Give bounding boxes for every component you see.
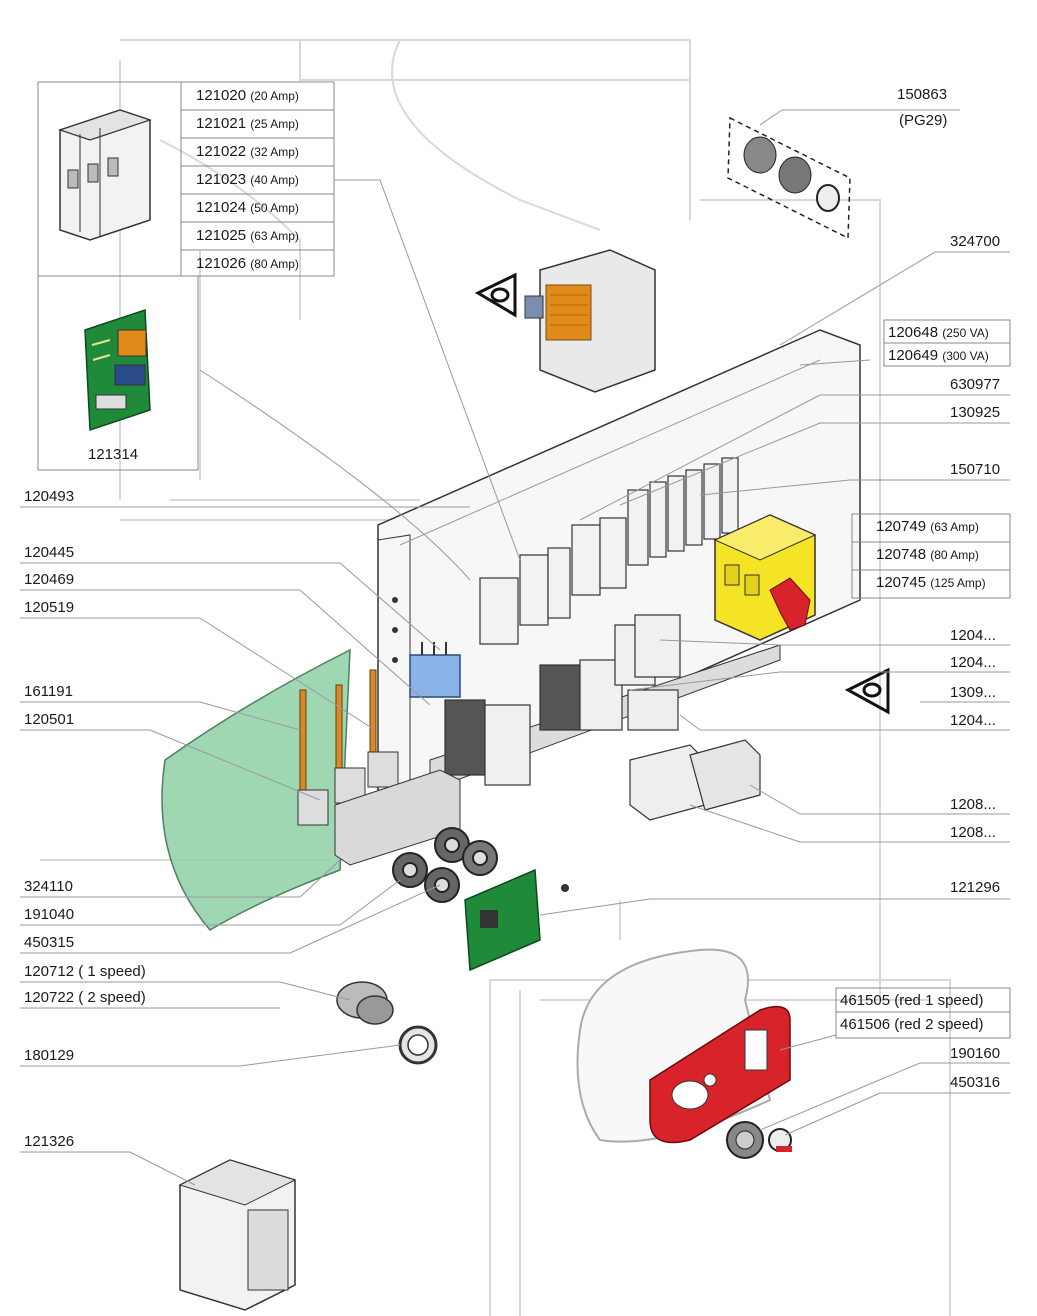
label-120712: 120712 ( 1 speed)	[24, 963, 146, 980]
motor-image	[336, 981, 438, 1065]
truncated-label-5: 1208...	[950, 796, 996, 813]
breaker-rating: (20 Amp)	[250, 89, 299, 103]
right-table-frames	[835, 319, 1011, 1039]
breaker-rating: (40 Amp)	[250, 173, 299, 187]
switch-code: 120748	[876, 546, 927, 563]
box-module-image	[178, 1159, 297, 1311]
board-inset-label: 121314	[88, 446, 139, 463]
transformer-variant-1: 120649 (300 VA)	[888, 347, 989, 365]
breaker-code: 121025	[196, 227, 247, 244]
breakers-on-plate-image	[479, 457, 739, 645]
view-eye-icon-top	[474, 272, 517, 318]
panel-label-1: 461505 (red 1 speed)	[840, 992, 984, 1009]
breaker-code: 121020	[196, 87, 247, 104]
label-630977: 630977	[950, 376, 1001, 393]
variant-code: 120649	[888, 347, 939, 364]
contactors-image	[444, 614, 681, 786]
switch-row-1: 120748 (80 Amp)	[876, 546, 979, 564]
main-switch-image	[713, 514, 817, 641]
panel-label-2: 461506 (red 2 speed)	[840, 1016, 984, 1033]
breaker-rating: (50 Amp)	[250, 201, 299, 215]
label-191040: 191040	[24, 906, 75, 923]
knobs-image	[392, 827, 498, 903]
label-450316: 450316	[950, 1074, 1001, 1091]
control-board-inset-image	[84, 308, 151, 432]
label-121326: 121326	[24, 1133, 75, 1150]
truncated-label-1: 1204...	[950, 627, 996, 644]
label-130925: 130925	[950, 404, 1001, 421]
switch-rating: (80 Amp)	[930, 548, 979, 562]
view-eye-icon-right	[844, 667, 890, 715]
control-panel-image	[576, 948, 792, 1159]
transformer-label: 324700	[950, 233, 1001, 250]
label-120493: 120493	[24, 488, 75, 505]
breaker-rating: (63 Amp)	[250, 229, 299, 243]
breaker-row-5: 121025 (63 Amp)	[196, 227, 299, 245]
switch-row-0: 120749 (63 Amp)	[876, 518, 979, 536]
switch-code: 120749	[876, 518, 927, 535]
breaker-row-2: 121022 (32 Amp)	[196, 143, 299, 161]
variant-rating: (250 VA)	[942, 326, 989, 340]
label-161191: 161191	[24, 683, 73, 700]
breaker-rating: (32 Amp)	[250, 145, 299, 159]
variant-rating: (300 VA)	[942, 349, 989, 363]
label-450315: 450315	[24, 934, 75, 951]
thermostats-image	[297, 669, 461, 866]
relay-image	[409, 642, 461, 698]
lower-pcb-image	[464, 868, 569, 972]
breaker-rating: (80 Amp)	[250, 257, 299, 271]
label-120469: 120469	[24, 571, 75, 588]
label-180129: 180129	[24, 1047, 75, 1064]
label-120501: 120501	[24, 711, 75, 728]
cable-gland-image	[727, 116, 851, 240]
label-121296: 121296	[950, 879, 1001, 896]
breaker-row-0: 121020 (20 Amp)	[196, 87, 299, 105]
breaker-code: 121021	[196, 115, 247, 132]
gland-note-label: (PG29)	[899, 112, 948, 129]
overload-relays-image	[629, 739, 761, 821]
label-120519: 120519	[24, 599, 75, 616]
switch-rating: (125 Amp)	[930, 576, 986, 590]
truncated-label-4: 1204...	[950, 712, 996, 729]
leader-lines	[20, 109, 1010, 1186]
breaker-code: 121024	[196, 199, 247, 216]
breaker-rating: (25 Amp)	[250, 117, 299, 131]
breaker-row-4: 121024 (50 Amp)	[196, 199, 299, 217]
circuit-breaker-image	[58, 109, 152, 241]
breaker-table-frame	[37, 81, 335, 471]
switch-rating: (63 Amp)	[930, 520, 979, 534]
truncated-label-2: 1204...	[950, 654, 996, 671]
truncated-label-3: 1309...	[950, 684, 996, 701]
breaker-code: 121023	[196, 171, 247, 188]
truncated-label-6: 1208...	[950, 824, 996, 841]
label-190160: 190160	[950, 1045, 1001, 1062]
transformer-variant-0: 120648 (250 VA)	[888, 324, 989, 342]
switch-row-2: 120745 (125 Amp)	[876, 574, 986, 592]
switch-code: 120745	[876, 574, 927, 591]
label-324110: 324110	[24, 878, 73, 895]
gland-code-label: 150863	[897, 86, 948, 103]
variant-code: 120648	[888, 324, 939, 341]
breaker-code: 121026	[196, 255, 247, 272]
label-120722: 120722 ( 2 speed)	[24, 989, 146, 1006]
breaker-code: 121022	[196, 143, 247, 160]
label-150710: 150710	[950, 461, 1001, 478]
breaker-row-6: 121026 (80 Amp)	[196, 255, 299, 273]
label-120445: 120445	[24, 544, 75, 561]
breaker-row-3: 121023 (40 Amp)	[196, 171, 299, 189]
breaker-row-1: 121021 (25 Amp)	[196, 115, 299, 133]
transformer-image	[524, 249, 656, 393]
